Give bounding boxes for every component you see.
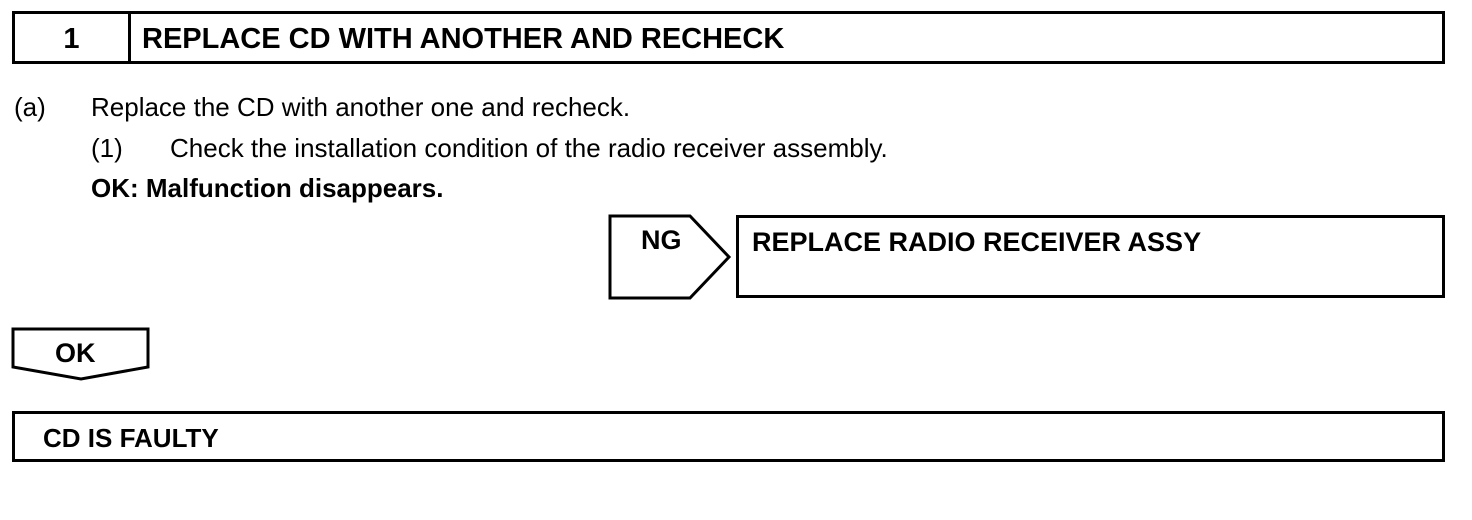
ng-arrow-tag — [608, 214, 732, 300]
ok-result-text: CD IS FAULTY — [43, 423, 219, 453]
ng-label: NG — [641, 225, 682, 255]
ok-label: OK — [55, 338, 96, 368]
ng-result-box: REPLACE RADIO RECEIVER ASSY — [736, 215, 1445, 298]
step-title: REPLACE CD WITH ANOTHER AND RECHECK — [142, 23, 785, 55]
instruction-text: Replace the CD with another one and rech… — [91, 92, 631, 122]
step-number: 1 — [63, 23, 80, 55]
instruction-marker: (a) — [14, 92, 46, 122]
ng-result-text: REPLACE RADIO RECEIVER ASSY — [752, 227, 1202, 257]
step-number-cell: 1 — [15, 14, 131, 61]
ok-arrow-tag — [11, 327, 150, 381]
sub-instruction-marker: (1) — [91, 133, 123, 163]
ok-result-box: CD IS FAULTY — [12, 411, 1445, 462]
sub-instruction-text: Check the installation condition of the … — [170, 133, 888, 163]
step-header: 1 REPLACE CD WITH ANOTHER AND RECHECK — [12, 11, 1445, 64]
ok-condition: OK: Malfunction disappears. — [91, 173, 444, 203]
